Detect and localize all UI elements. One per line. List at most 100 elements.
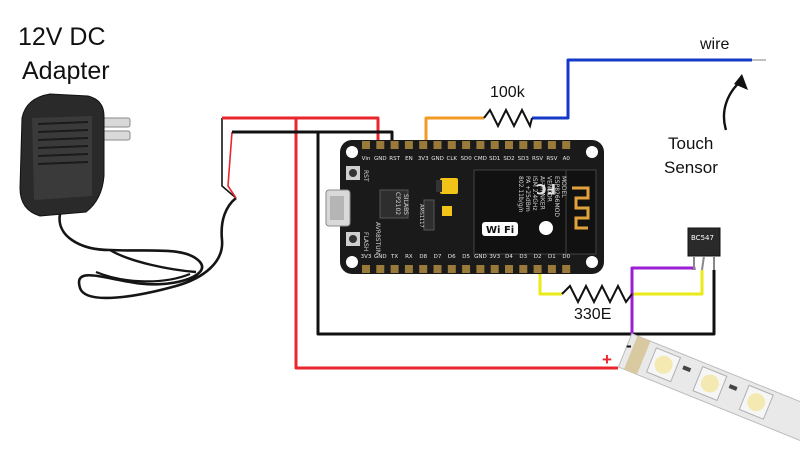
transistor-label: BC547 bbox=[691, 234, 714, 242]
wifi-badge bbox=[482, 222, 518, 236]
header-pin-top bbox=[376, 141, 385, 149]
pin-label-bottom: RX bbox=[405, 254, 413, 260]
header-pin-top bbox=[490, 141, 499, 149]
vendor-logo: FC bbox=[536, 180, 556, 196]
header-pin-bottom bbox=[404, 265, 413, 273]
header-pin-bottom bbox=[519, 265, 528, 273]
arrow-touch bbox=[722, 79, 743, 131]
pin-label-bottom: D1 bbox=[548, 254, 556, 260]
wire-yellow-base bbox=[632, 270, 704, 296]
header-pin-bottom bbox=[547, 265, 556, 273]
antenna-area bbox=[565, 169, 597, 255]
mount-hole bbox=[586, 146, 598, 158]
header-pin-top bbox=[433, 141, 442, 149]
nodemcu-board: RST FLASH SILABS CP2102 AVR8STUN AMS1117… bbox=[325, 140, 604, 274]
pin-label-bottom: 3V3 bbox=[489, 254, 500, 260]
touch-sensor-line1: Touch bbox=[668, 134, 714, 153]
header-pin-bottom bbox=[533, 265, 542, 273]
header-pin-bottom bbox=[390, 265, 399, 273]
adapter-lead-pos bbox=[227, 131, 237, 199]
module-text-line: 802.11b/g/n bbox=[517, 176, 524, 213]
header-pin-top bbox=[462, 141, 471, 149]
esp-module bbox=[473, 169, 567, 255]
pin-label-top: RST bbox=[389, 156, 400, 162]
module-text-line: MODEL bbox=[560, 176, 567, 198]
transistor-body bbox=[687, 227, 721, 257]
board-side-text: AVR8STUN bbox=[374, 222, 381, 254]
header-pin-top bbox=[533, 141, 542, 149]
mount-hole bbox=[346, 256, 358, 268]
header-pin-top bbox=[362, 141, 370, 149]
adapter-title-line2: Adapter bbox=[22, 57, 110, 85]
pin-label-bottom: D4 bbox=[505, 254, 513, 260]
header-pin-bottom bbox=[447, 265, 456, 273]
header-pin-top bbox=[419, 141, 428, 149]
pin-label-bottom: D5 bbox=[462, 254, 470, 260]
module-text-line: PA +25dBm bbox=[524, 176, 531, 212]
pin-label-top: GND bbox=[431, 156, 444, 162]
capacitor-small bbox=[442, 206, 452, 216]
pin-label-top: SD2 bbox=[503, 156, 514, 162]
header-pin-top bbox=[476, 141, 485, 149]
module-text-line: ESP8266MOD bbox=[553, 176, 560, 217]
pin-label-bottom: D8 bbox=[419, 254, 427, 260]
led-chip bbox=[645, 347, 682, 383]
led-solder-pad bbox=[623, 335, 651, 375]
uart-chip bbox=[379, 189, 409, 219]
adapter-face bbox=[32, 116, 92, 200]
touch-sensor-line2: Sensor bbox=[664, 158, 718, 177]
led-resistor bbox=[682, 365, 692, 373]
header-pin-top bbox=[390, 141, 399, 149]
adapter-cable bbox=[58, 196, 237, 300]
header-pin-bottom bbox=[462, 265, 471, 273]
uart-chip-model: CP2102 bbox=[394, 192, 401, 215]
header-bottom bbox=[362, 265, 571, 273]
led-strip bbox=[617, 333, 800, 443]
pin-label-top: RSV bbox=[532, 156, 543, 162]
regulator-label: AMS1117 bbox=[418, 204, 424, 228]
header-pin-bottom bbox=[476, 265, 485, 273]
flash-button-label: FLASH bbox=[362, 232, 369, 251]
pin-label-top: Vin bbox=[362, 156, 371, 162]
wire-black-gnd bbox=[232, 130, 394, 142]
wire-blue-a0 bbox=[532, 58, 752, 120]
header-pin-top bbox=[404, 141, 413, 149]
pin-label-top: 3V3 bbox=[418, 156, 429, 162]
pin-label-bottom: GND bbox=[474, 254, 487, 260]
header-pin-top bbox=[447, 141, 456, 149]
header-pin-bottom bbox=[562, 265, 571, 273]
certification-mark bbox=[539, 221, 553, 235]
resistor-100k bbox=[483, 107, 533, 129]
module-text-line: VENDOR bbox=[546, 176, 553, 202]
pin-label-top: CMD bbox=[474, 156, 487, 162]
pin-label-top: A0 bbox=[563, 156, 571, 162]
module-text-line: AI-THINKER bbox=[538, 176, 545, 210]
bc547-transistor: BC547 bbox=[687, 227, 721, 271]
header-pin-bottom bbox=[376, 265, 385, 273]
adapter-title-line1: 12V DC bbox=[18, 23, 106, 51]
header-top bbox=[362, 141, 571, 149]
pin-label-top: SD0 bbox=[460, 156, 472, 162]
wire-red-led bbox=[294, 118, 618, 370]
wifi-badge-label: Wi Fi bbox=[486, 225, 514, 236]
regulator bbox=[423, 199, 435, 231]
led-resistor bbox=[728, 384, 738, 391]
header-pin-bottom bbox=[505, 265, 513, 273]
pin-label-bottom: GND bbox=[374, 254, 387, 260]
adapter-lead-neg bbox=[221, 118, 237, 199]
pin-label-bottom: D3 bbox=[519, 254, 527, 260]
mount-hole bbox=[346, 146, 358, 158]
header-pin-bottom bbox=[419, 265, 428, 273]
pin-label-bottom: D0 bbox=[562, 254, 570, 260]
pin-label-top: SD3 bbox=[518, 156, 530, 162]
header-pin-top bbox=[505, 141, 513, 149]
header-pin-bottom bbox=[433, 265, 442, 273]
module-text-line: ISM 2.4GHz bbox=[531, 176, 538, 211]
pin-label-top: GND bbox=[374, 156, 387, 162]
resistor-330e-label: 330E bbox=[574, 306, 612, 323]
